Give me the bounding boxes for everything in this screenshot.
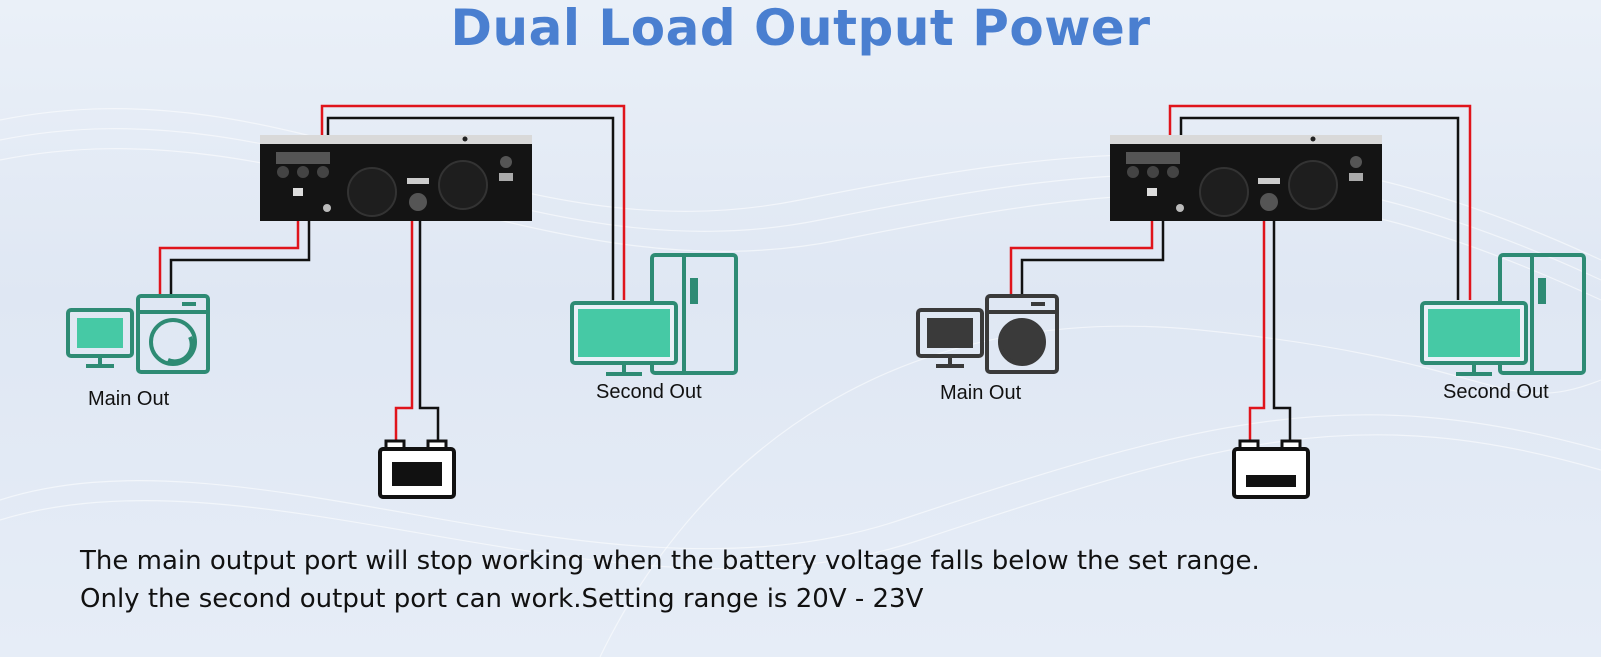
monitor-icon	[570, 301, 678, 376]
caption-line-2: Only the second output port can work.Set…	[80, 584, 924, 614]
second-out-label-right: Second Out	[1443, 381, 1549, 403]
wire-positive-battery	[394, 210, 414, 445]
diagram-left	[66, 104, 738, 499]
battery-icon	[378, 439, 456, 499]
wire-negative-main-out	[1020, 190, 1165, 295]
wire-negative-main-out	[169, 190, 311, 295]
battery-icon	[1232, 439, 1310, 499]
inverter-icon	[1110, 135, 1382, 221]
main-out-label-left: Main Out	[88, 388, 170, 410]
caption-line-1: The main output port will stop working w…	[80, 546, 1260, 576]
inverter-icon	[260, 135, 532, 221]
wire-negative-battery	[1272, 210, 1292, 445]
wire-positive-second-out	[1168, 104, 1472, 300]
wire-negative-battery	[418, 210, 440, 445]
caption: The main output port will stop working w…	[80, 542, 1530, 618]
washing-machine-icon	[985, 294, 1059, 374]
monitor-icon	[916, 308, 984, 368]
wire-negative-second-out	[326, 116, 615, 300]
wires-left	[158, 104, 626, 445]
diagram-right	[916, 104, 1586, 499]
second-out-label-left: Second Out	[596, 381, 702, 403]
monitor-icon	[1420, 301, 1528, 376]
wires-right	[1009, 104, 1472, 445]
wire-positive-second-out	[320, 104, 626, 300]
washing-machine-icon	[136, 294, 210, 374]
wire-positive-battery	[1248, 210, 1266, 445]
page-title: Dual Load Output Power	[450, 0, 1151, 57]
monitor-icon	[66, 308, 134, 368]
wire-negative-second-out	[1179, 116, 1460, 300]
main-out-label-right: Main Out	[940, 382, 1022, 404]
